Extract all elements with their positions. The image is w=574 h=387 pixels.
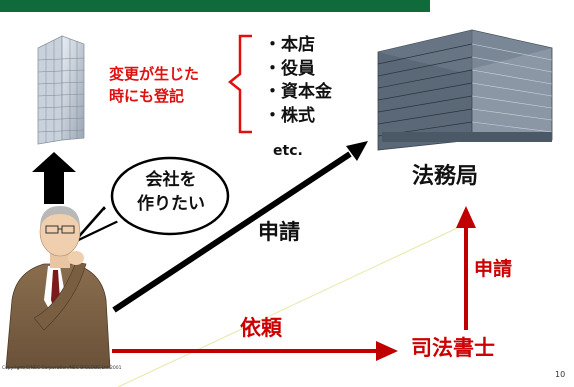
apply-label: 申請 bbox=[258, 220, 300, 244]
up-arrow bbox=[32, 152, 76, 204]
page-number: 10 bbox=[555, 370, 566, 379]
scrivener-arrow-head bbox=[456, 206, 476, 228]
legal-affairs-bureau-label: 法務局 bbox=[412, 164, 479, 189]
request-label: 依頼 bbox=[240, 316, 282, 340]
scrivener-apply-label: 申請 bbox=[474, 258, 513, 280]
etc-label: etc. bbox=[273, 143, 303, 159]
list-item: ・株式 bbox=[264, 105, 315, 126]
registration-note: 変更が生じた 時にも登記 bbox=[109, 63, 227, 107]
apply-arrow-line bbox=[112, 151, 352, 313]
list-item: ・資本金 bbox=[264, 82, 332, 102]
speech-bubble-text: 会社を 作りたい bbox=[127, 168, 215, 216]
speech-bubble-line2: 作りたい bbox=[137, 194, 205, 214]
speech-bubble-line1: 会社を bbox=[145, 170, 197, 190]
apply-arrow-head bbox=[346, 141, 368, 161]
bracket bbox=[227, 34, 252, 134]
company-building-image bbox=[37, 35, 85, 145]
list-item: ・本店 bbox=[264, 35, 315, 55]
registration-note-line2: 時にも登記 bbox=[109, 87, 185, 105]
header-bar-corner bbox=[408, 0, 426, 12]
header-bar bbox=[0, 0, 430, 12]
speech-bubble bbox=[73, 156, 230, 244]
change-items-list: ・本店 ・役員 ・資本金 ・株式 bbox=[264, 34, 332, 128]
legal-affairs-building-image bbox=[377, 29, 553, 151]
guide-line bbox=[117, 221, 471, 387]
businessman-image bbox=[5, 206, 111, 369]
request-arrow-head bbox=[376, 341, 398, 361]
copyright-text: Copyright(C)NEC Corporation/NEC BIGLOBE,… bbox=[2, 366, 122, 371]
list-item: ・役員 bbox=[264, 58, 315, 79]
judicial-scrivener-label: 司法書士 bbox=[411, 336, 495, 360]
registration-note-line1: 変更が生じた bbox=[109, 65, 200, 83]
